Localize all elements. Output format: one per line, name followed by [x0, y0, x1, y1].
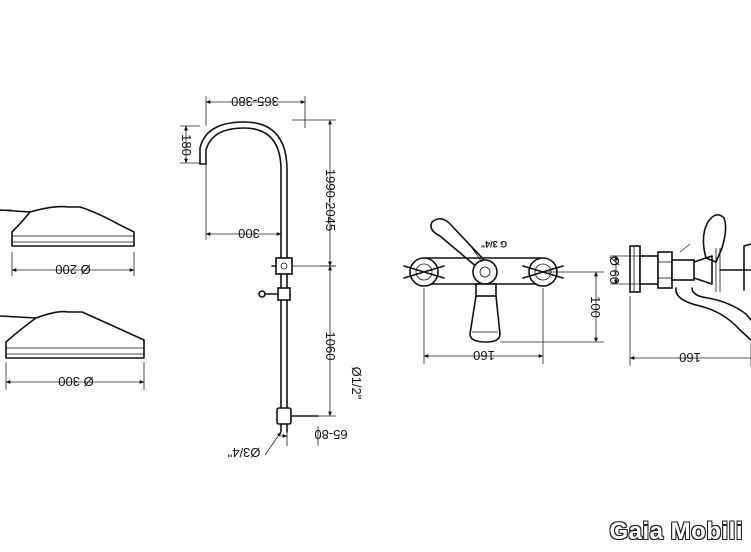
mixer-inlet-label: G 3/4" — [481, 239, 507, 249]
slider-height-label: 1060 — [323, 332, 338, 361]
shower-column: 365-380 180 300 1990-2045 1060 Ø1/2" 65-… — [179, 94, 364, 460]
inlet-thread-label: Ø3/4" — [227, 445, 260, 460]
mixer-height-label: 100 — [588, 296, 603, 318]
arm-drop-label: 180 — [179, 134, 194, 156]
large-diameter-label: Ø 300 — [58, 374, 93, 389]
outlet-thread-label: Ø1/2" — [349, 367, 364, 400]
small-diameter-label: Ø 200 — [55, 262, 90, 277]
mixer-centers-label: 160 — [473, 348, 495, 363]
wall-offset-label: 65-80 — [314, 427, 347, 442]
mixer-side-view: Ø 60 160 — [607, 214, 751, 366]
arm-reach-label: 365-380 — [231, 94, 279, 109]
mixer-front-view: G 3/4" 160 100 — [403, 218, 604, 364]
side-spout-length-label: 160 — [679, 350, 701, 365]
total-height-label: 1990-2045 — [323, 169, 338, 231]
brand-watermark: Gaia Mobili — [609, 518, 743, 545]
side-body-diameter-label: Ø 60 — [607, 256, 622, 284]
showerhead-small: Ø 200 — [0, 205, 135, 277]
arm-offset-label: 300 — [238, 226, 260, 241]
showerhead-large: Ø 300 — [0, 310, 145, 390]
